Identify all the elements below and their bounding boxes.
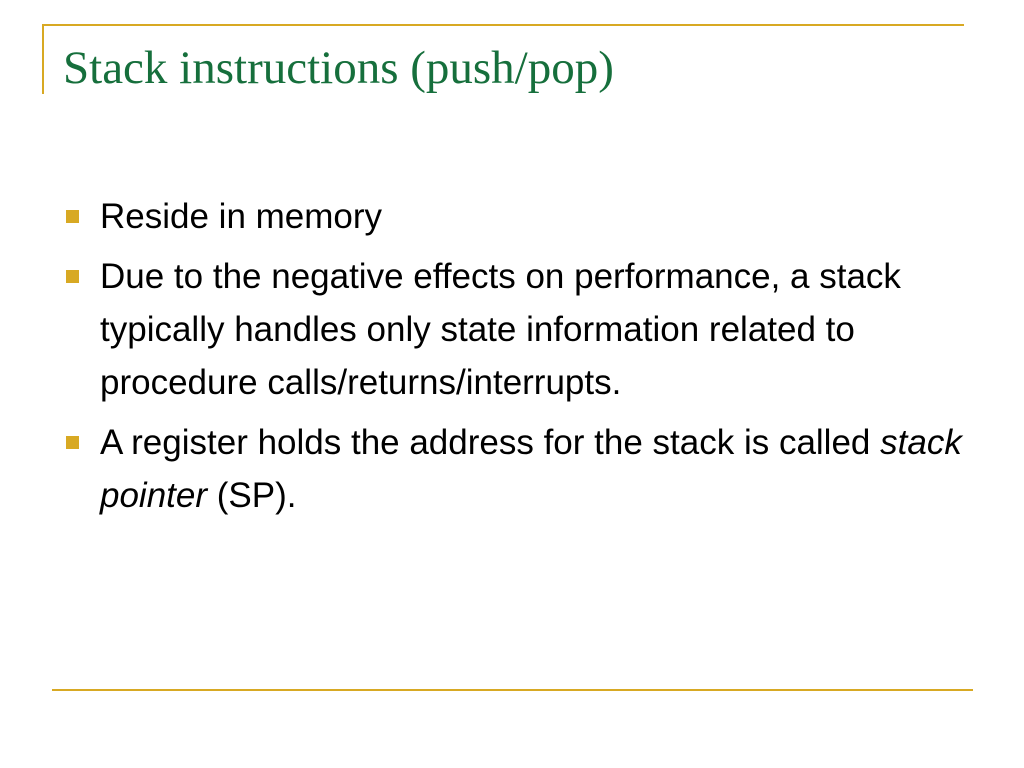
bullet-text-before: A register holds the address for the sta… [100,423,881,462]
bullet-text: A register holds the address for the sta… [100,423,962,515]
title-frame-left-line [42,24,44,94]
stack-pointer-term: stack pointer [100,423,962,515]
bullet-item-performance: Due to the negative effects on performan… [62,250,962,409]
bullet-list: Reside in memory Due to the negative eff… [62,190,962,529]
bullet-text: Due to the negative effects on performan… [100,257,901,402]
title-frame-top-line [42,24,964,26]
bullet-text-after: (SP). [207,476,297,515]
footer-divider [52,689,973,691]
bullet-item-stack-pointer: A register holds the address for the sta… [62,416,962,522]
square-bullet-icon [66,270,79,283]
square-bullet-icon [66,436,79,449]
bullet-text: Reside in memory [100,197,383,236]
slide-title: Stack instructions (push/pop) [63,42,614,94]
bullet-item-reside: Reside in memory [62,190,962,243]
square-bullet-icon [66,210,79,223]
